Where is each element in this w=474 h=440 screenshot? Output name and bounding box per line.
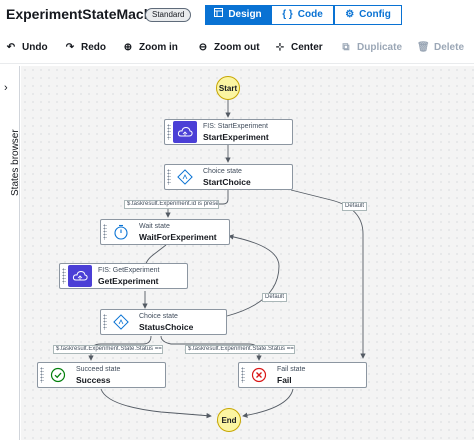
redo-icon: ↷	[65, 42, 75, 53]
duplicate-label: Duplicate	[357, 42, 403, 53]
drag-handle[interactable]	[103, 224, 107, 240]
layout-icon	[214, 6, 224, 24]
state-type-label: Choice state	[139, 313, 178, 320]
end-node[interactable]: End	[217, 408, 241, 432]
start-node-label: Start	[218, 83, 238, 93]
state-node-waitforexperiment[interactable]: Wait state WaitForExperiment	[100, 219, 230, 245]
design-toolbar: ↶ Undo ↷ Redo ⊕ Zoom in ⊖ Zoom out ⊹ Center ⧉…	[0, 36, 474, 64]
center-button[interactable]: ⊹ Center	[274, 42, 323, 53]
drag-handle[interactable]	[167, 124, 171, 140]
chevron-right-icon[interactable]: ›	[4, 82, 8, 94]
state-name-label: StatusChoice	[139, 322, 194, 332]
copy-icon: ⧉	[342, 42, 350, 53]
state-type-label: Wait state	[139, 223, 170, 230]
tab-config[interactable]: ⚙ Config	[334, 5, 402, 25]
tab-design-label: Design	[228, 9, 262, 20]
center-icon: ⊹	[275, 42, 285, 53]
state-node-startchoice[interactable]: Choice state StartChoice	[164, 164, 293, 190]
choice-icon	[109, 311, 133, 333]
edge-label-rule[interactable]: $.taskresult.Experiment.State.Status == …	[53, 345, 163, 354]
state-type-label: Choice state	[203, 168, 242, 175]
workflow-type-badge: Standard	[145, 8, 192, 22]
zoom-in-label: Zoom in	[139, 42, 178, 53]
state-name-label: StartExperiment	[203, 132, 269, 142]
fis-cloud-icon	[68, 265, 92, 287]
state-node-fail[interactable]: Fail state Fail	[238, 362, 367, 388]
delete-button[interactable]: 🗑 Delete	[417, 42, 464, 53]
undo-button[interactable]: ↶ Undo	[5, 42, 48, 53]
zoom-out-label: Zoom out	[214, 42, 260, 53]
drag-handle[interactable]	[62, 268, 66, 284]
state-type-label: Succeed state	[76, 366, 121, 373]
zoom-out-button[interactable]: ⊖ Zoom out	[197, 42, 260, 53]
check-circle-icon	[46, 364, 70, 386]
state-type-label: FIS: StartExperiment	[203, 123, 268, 130]
edge-statuschoice-default-to-wait	[226, 234, 280, 317]
edge-label-rule[interactable]: $.taskresult.Experiment.id is present	[124, 200, 219, 209]
zoom-in-icon: ⊕	[123, 42, 133, 53]
code-icon: { }	[282, 9, 293, 20]
page-title: ExperimentStateMachine	[6, 6, 173, 22]
tab-code[interactable]: { } Code	[271, 5, 334, 25]
state-type-label: FIS: GetExperiment	[98, 267, 160, 274]
undo-icon: ↶	[6, 42, 16, 53]
center-label: Center	[291, 42, 323, 53]
tab-config-label: Config	[359, 9, 391, 20]
edge-fail-to-end	[242, 388, 294, 418]
tab-code-label: Code	[297, 9, 323, 20]
redo-button[interactable]: ↷ Redo	[64, 42, 106, 53]
state-name-label: WaitForExperiment	[139, 232, 217, 242]
state-node-startexperiment[interactable]: FIS: StartExperiment StartExperiment	[164, 119, 293, 145]
choice-icon	[173, 166, 197, 188]
states-browser-panel: › States browser	[0, 66, 21, 440]
fis-cloud-icon	[173, 121, 197, 143]
state-node-statuschoice[interactable]: Choice state StatusChoice	[100, 309, 227, 335]
editor-header: ExperimentStateMachine Standard Design {…	[0, 0, 474, 32]
state-name-label: Fail	[277, 375, 292, 385]
edge-label-default[interactable]: Default	[262, 293, 288, 302]
duplicate-button[interactable]: ⧉ Duplicate	[340, 42, 402, 53]
zoom-in-button[interactable]: ⊕ Zoom in	[122, 42, 178, 53]
gear-icon: ⚙	[345, 9, 355, 20]
edge-label-rule[interactable]: $.taskresult.Experiment.State.Status == …	[185, 345, 295, 354]
edge-label-default[interactable]: Default	[342, 202, 368, 211]
end-node-label: End	[221, 415, 237, 425]
state-node-success[interactable]: Succeed state Success	[37, 362, 166, 388]
state-name-label: GetExperiment	[98, 276, 159, 286]
drag-handle[interactable]	[40, 367, 44, 383]
workflow-canvas[interactable]: Start End FIS: StartExperiment StartExpe…	[21, 66, 474, 440]
drag-handle[interactable]	[103, 314, 107, 330]
state-name-label: Success	[76, 375, 111, 385]
undo-label: Undo	[22, 42, 48, 53]
edge-success-to-end	[100, 388, 212, 419]
x-circle-icon	[247, 364, 271, 386]
timer-icon	[109, 221, 133, 243]
zoom-out-icon: ⊖	[198, 42, 208, 53]
delete-label: Delete	[434, 42, 465, 53]
start-node[interactable]: Start	[216, 76, 240, 100]
state-node-getexperiment[interactable]: FIS: GetExperiment GetExperiment	[59, 263, 188, 289]
drag-handle[interactable]	[241, 367, 245, 383]
redo-label: Redo	[81, 42, 106, 53]
drag-handle[interactable]	[167, 169, 171, 185]
states-browser-label[interactable]: States browser	[10, 129, 21, 196]
trash-icon: 🗑	[417, 42, 430, 53]
tab-design[interactable]: Design	[205, 5, 271, 25]
state-type-label: Fail state	[277, 366, 306, 373]
state-name-label: StartChoice	[203, 177, 251, 187]
edge-startchoice-default-to-fail	[290, 189, 366, 359]
